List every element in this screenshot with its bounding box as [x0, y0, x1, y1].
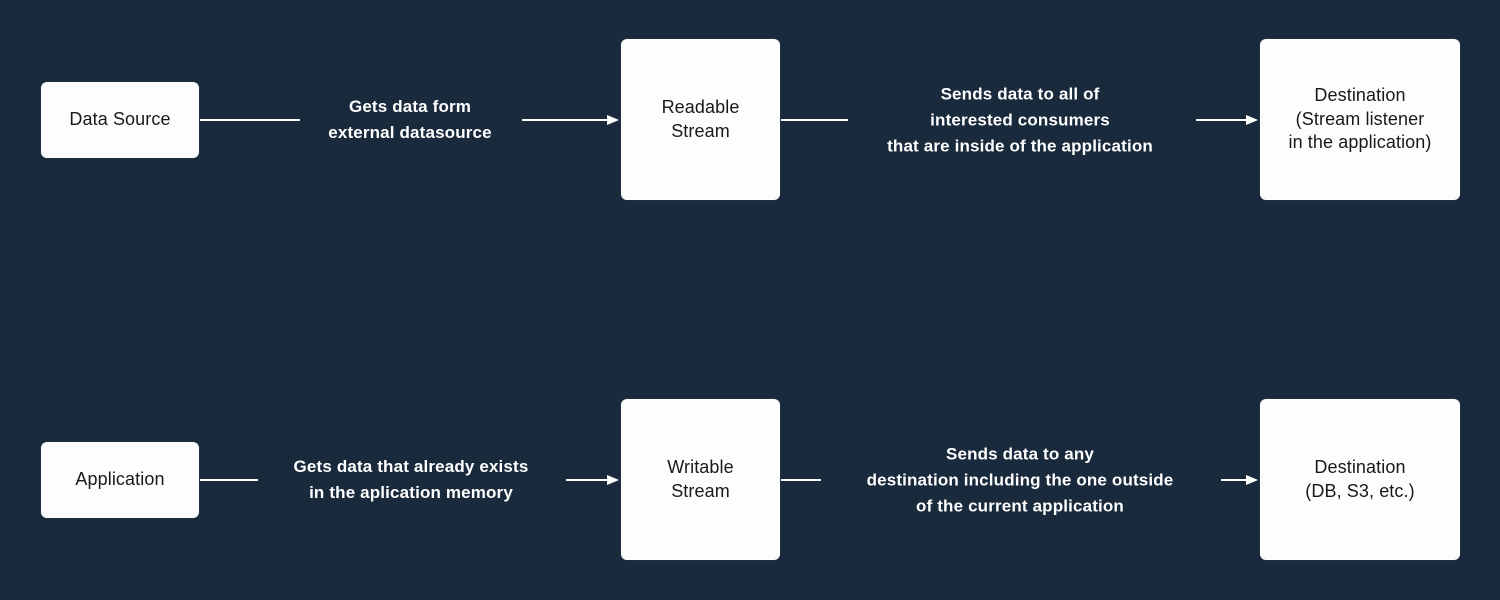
node-writable-stream-label: Writable Stream [667, 456, 734, 501]
edge-2b-label: Sends data to any destination including … [866, 444, 1174, 515]
edge-1b-label: Sends data to all of interested consumer… [887, 84, 1153, 155]
node-destination-external[interactable]: Destination (DB, S3, etc.) [1260, 399, 1460, 560]
node-readable-stream-label: Readable Stream [661, 96, 740, 141]
edge-2b-line-right [1221, 479, 1248, 481]
node-destination-stream-listener-label: Destination (Stream listener in the appl… [1288, 84, 1432, 153]
arrow-right-icon [1246, 474, 1258, 485]
node-data-source[interactable]: Data Source [41, 82, 199, 158]
edge-2a-label: Gets data that already exists in the apl… [293, 457, 529, 502]
edge-1a-line-left [200, 119, 300, 121]
node-writable-stream[interactable]: Writable Stream [621, 399, 780, 560]
arrow-right-icon [607, 114, 619, 125]
node-readable-stream[interactable]: Readable Stream [621, 39, 780, 200]
arrow-right-icon [1246, 114, 1258, 125]
edge-2a-line-right [566, 479, 609, 481]
edge-1a-label: Gets data form external datasource [328, 97, 492, 142]
edge-1a-line-right [522, 119, 609, 121]
node-application[interactable]: Application [41, 442, 199, 518]
node-data-source-label: Data Source [69, 109, 171, 130]
edge-1b-line-left [781, 119, 848, 121]
node-destination-stream-listener[interactable]: Destination (Stream listener in the appl… [1260, 39, 1460, 200]
edge-2b-line-left [781, 479, 821, 481]
edge-1b-line-right [1196, 119, 1248, 121]
edge-2a-line-left [200, 479, 258, 481]
arrow-right-icon [607, 474, 619, 485]
node-application-label: Application [75, 469, 165, 490]
node-destination-external-label: Destination (DB, S3, etc.) [1305, 456, 1415, 501]
